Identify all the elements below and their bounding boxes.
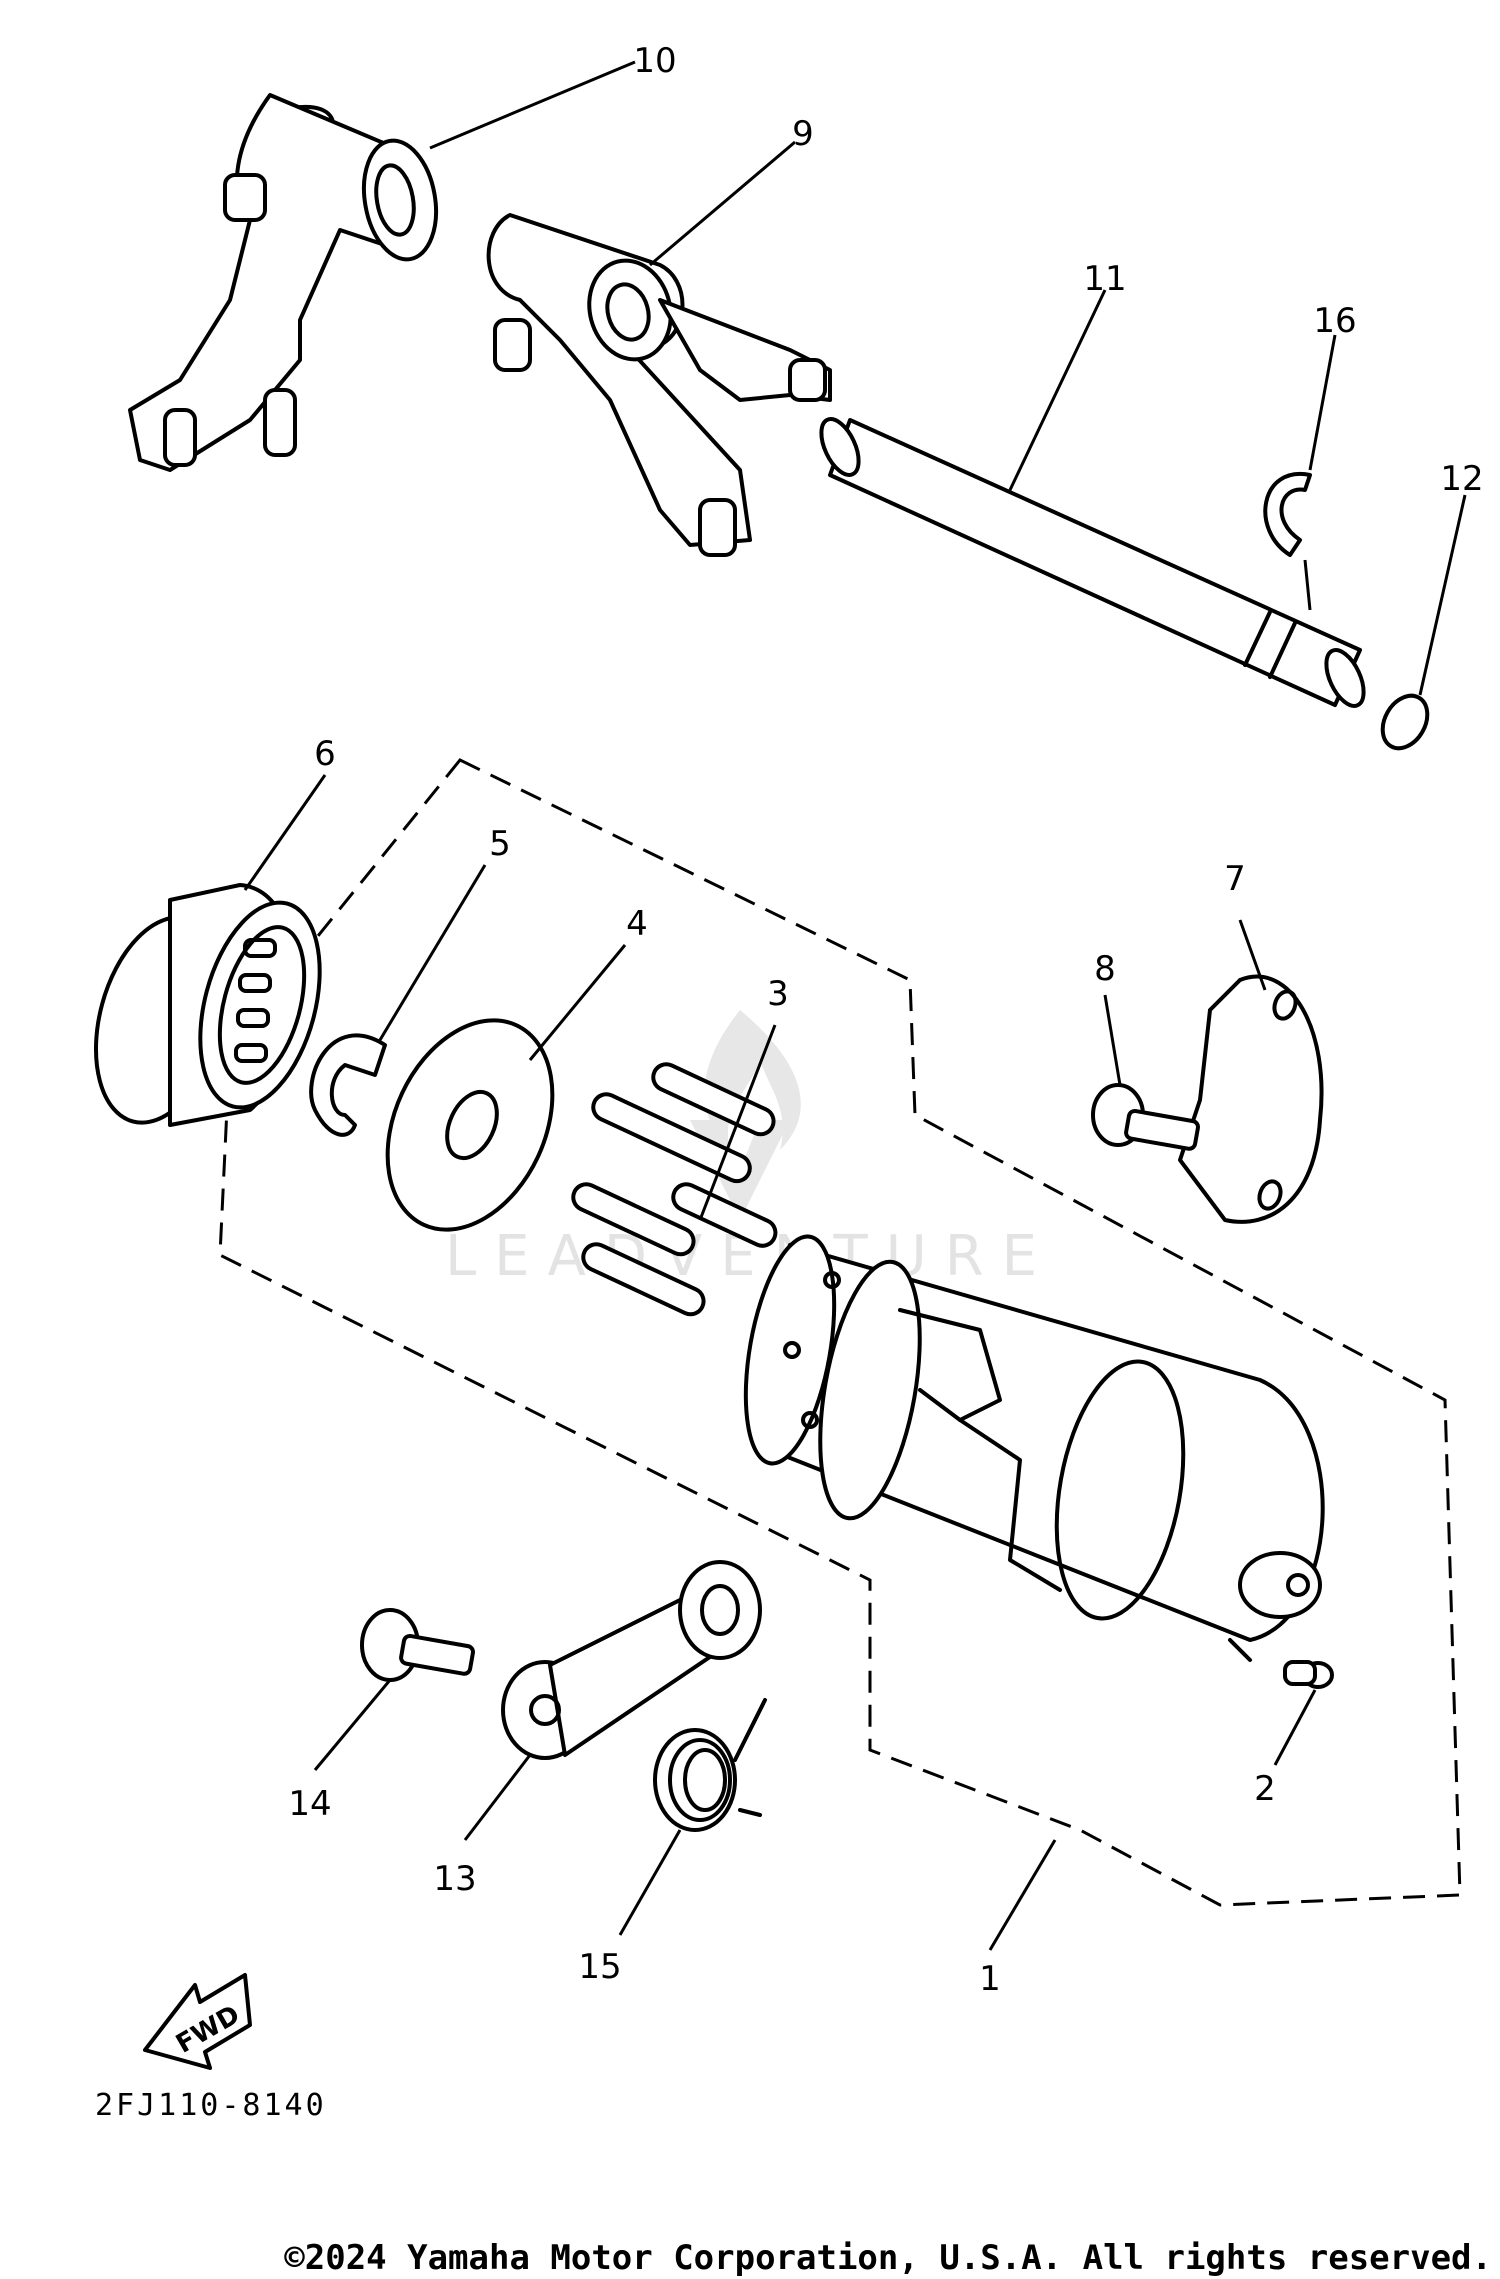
shift-fork-10 <box>128 93 439 472</box>
callout-12: 12 <box>1440 459 1483 499</box>
callout-7: 7 <box>1224 859 1246 899</box>
callout-10: 10 <box>633 41 676 81</box>
bolt-14 <box>360 1608 475 1682</box>
callout-15: 15 <box>578 1947 621 1987</box>
callout-6: 6 <box>314 734 336 774</box>
callout-4: 4 <box>626 904 648 944</box>
callout-14: 14 <box>288 1784 331 1824</box>
callout-2: 2 <box>1254 1769 1276 1809</box>
callout-5: 5 <box>489 824 511 864</box>
callout-1: 1 <box>979 1959 1001 1999</box>
shift-shaft-11 <box>819 417 1366 708</box>
bolt-8 <box>1091 1083 1200 1151</box>
lever-13 <box>501 1560 762 1760</box>
assembly-outline <box>218 758 1462 1907</box>
callout-3: 3 <box>767 974 789 1014</box>
o-ring-12 <box>1380 693 1430 751</box>
pin-2 <box>1283 1660 1334 1689</box>
shift-fork-9 <box>486 213 832 557</box>
diagram-code: 2FJ110-8140 <box>95 2088 327 2123</box>
callout-16: 16 <box>1313 301 1356 341</box>
callout-13: 13 <box>433 1859 476 1899</box>
spring-15 <box>653 1698 767 1832</box>
callout-8: 8 <box>1094 949 1116 989</box>
copyright-notice: ©2024 Yamaha Motor Corporation, U.S.A. A… <box>284 2238 1492 2278</box>
callout-11: 11 <box>1083 259 1126 299</box>
circlip-5 <box>309 1033 387 1137</box>
fwd-arrow-icon: FWD <box>143 1973 252 2070</box>
leader-lines <box>243 60 1467 1951</box>
washer-4 <box>385 1018 555 1232</box>
shift-drum-1 <box>743 1234 1325 1662</box>
pins-3 <box>571 1062 778 1317</box>
callout-9: 9 <box>792 114 814 154</box>
plate-7 <box>1178 974 1324 1224</box>
circlip-16 <box>1263 471 1312 557</box>
bearing-6 <box>93 883 322 1127</box>
